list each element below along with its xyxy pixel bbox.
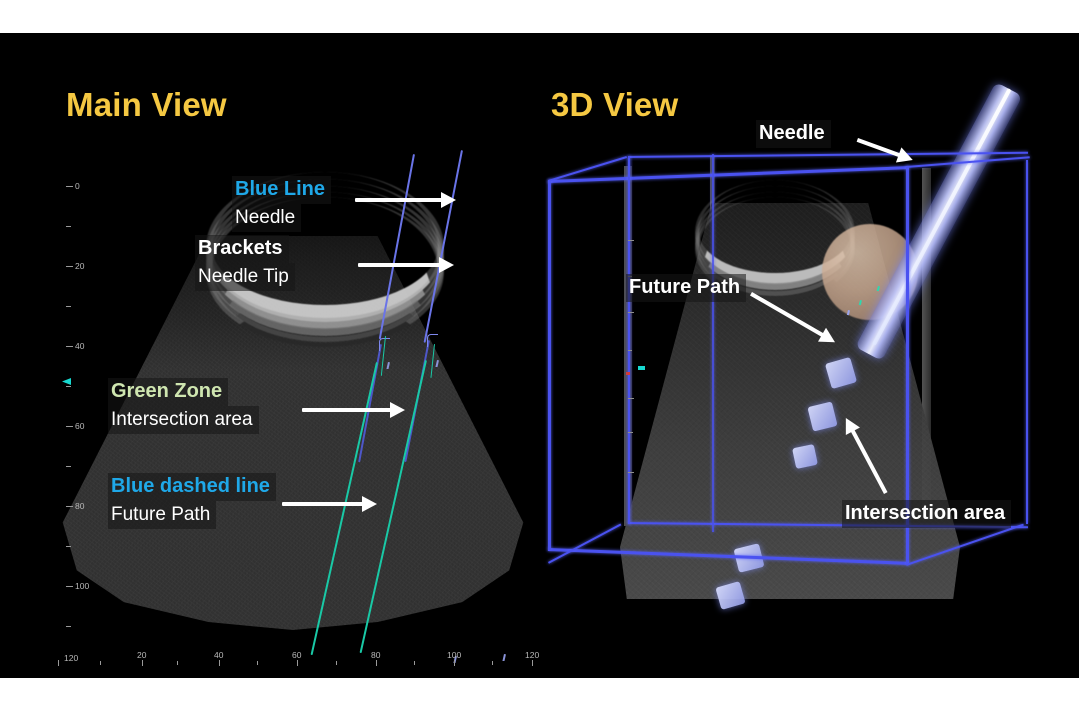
volume-side-slab-right <box>922 168 931 520</box>
cube-edge-inner-divider-left <box>628 156 630 524</box>
axis-tick-label: 40 <box>75 341 85 351</box>
axis-tick-label: 120 <box>525 650 540 660</box>
volume-depth-tick <box>628 398 634 400</box>
width-axis: 120 20 40 60 80 100 120 <box>52 648 545 674</box>
volume-focus-marker <box>638 366 645 370</box>
callout-sub-label: Needle <box>232 204 302 232</box>
callout-key-label: Future Path <box>626 274 747 302</box>
cube-edge-inner-divider-mid <box>712 154 714 532</box>
callout-future-path-3d: Future Path <box>626 274 747 302</box>
needle-tip-bracket-right <box>427 334 438 347</box>
cube-edge-front-left <box>548 180 551 550</box>
axis-tick-label: 60 <box>292 650 302 660</box>
axis-tick-label: 40 <box>214 650 224 660</box>
volume-depth-tick <box>628 432 633 434</box>
axis-corner-label: 120 <box>64 653 79 663</box>
axis-tick-label: 80 <box>75 501 85 511</box>
callout-key-label: Needle <box>756 120 831 148</box>
three-d-view-panel[interactable]: Needle Future Path Intersection area <box>540 82 1065 668</box>
callout-blue-line: Blue Line Needle <box>232 176 332 232</box>
volume-depth-tick <box>628 312 634 314</box>
axis-tick-label: 100 <box>75 581 90 591</box>
callout-sub-label: Intersection area <box>108 406 259 434</box>
axis-tick-label: 20 <box>75 261 85 271</box>
volume-depth-tick <box>628 472 634 474</box>
axis-tick-label: 60 <box>75 421 85 431</box>
letterboxed-content: Main View <box>0 33 1079 678</box>
callout-sub-label: Future Path <box>108 501 217 529</box>
callout-key-label: Blue Line <box>232 176 332 204</box>
depth-focus-marker <box>62 378 71 385</box>
depth-axis: 0 20 40 60 80 100 <box>40 142 89 650</box>
axis-tick-label: 80 <box>371 650 381 660</box>
callout-key-label: Blue dashed line <box>108 473 276 501</box>
cube-edge-front-right <box>906 166 909 564</box>
callout-blue-dashed-line: Blue dashed line Future Path <box>108 473 276 529</box>
volume-depth-tick <box>628 240 634 242</box>
cube-edge-depth-bottom-left <box>548 523 622 564</box>
callout-green-zone: Green Zone Intersection area <box>108 378 259 434</box>
volume-depth-tick <box>628 350 632 352</box>
needle-core-highlight <box>871 88 1012 346</box>
callout-brackets: Brackets Needle Tip <box>195 235 295 291</box>
axis-tick-label: 100 <box>447 650 462 660</box>
callout-intersection-area-3d: Intersection area <box>842 500 1012 528</box>
probe-nearfield-arc-3d <box>695 180 855 301</box>
callout-key-label: Brackets <box>195 235 289 263</box>
main-view-title: Main View <box>66 86 227 123</box>
axis-tick-label: 0 <box>75 181 80 191</box>
axis-tick-label: 20 <box>137 650 147 660</box>
cube-edge-back-right <box>1026 160 1029 524</box>
callout-key-label: Green Zone <box>108 378 229 406</box>
callout-sub-label: Needle Tip <box>195 263 295 291</box>
callout-needle-3d: Needle <box>756 120 831 148</box>
callout-key-label: Intersection area <box>842 500 1012 528</box>
main-view-panel[interactable]: 0 20 40 60 80 100 120 <box>40 118 545 678</box>
three-d-view-title: 3D View <box>551 86 679 123</box>
volume-marker-red <box>626 372 630 375</box>
